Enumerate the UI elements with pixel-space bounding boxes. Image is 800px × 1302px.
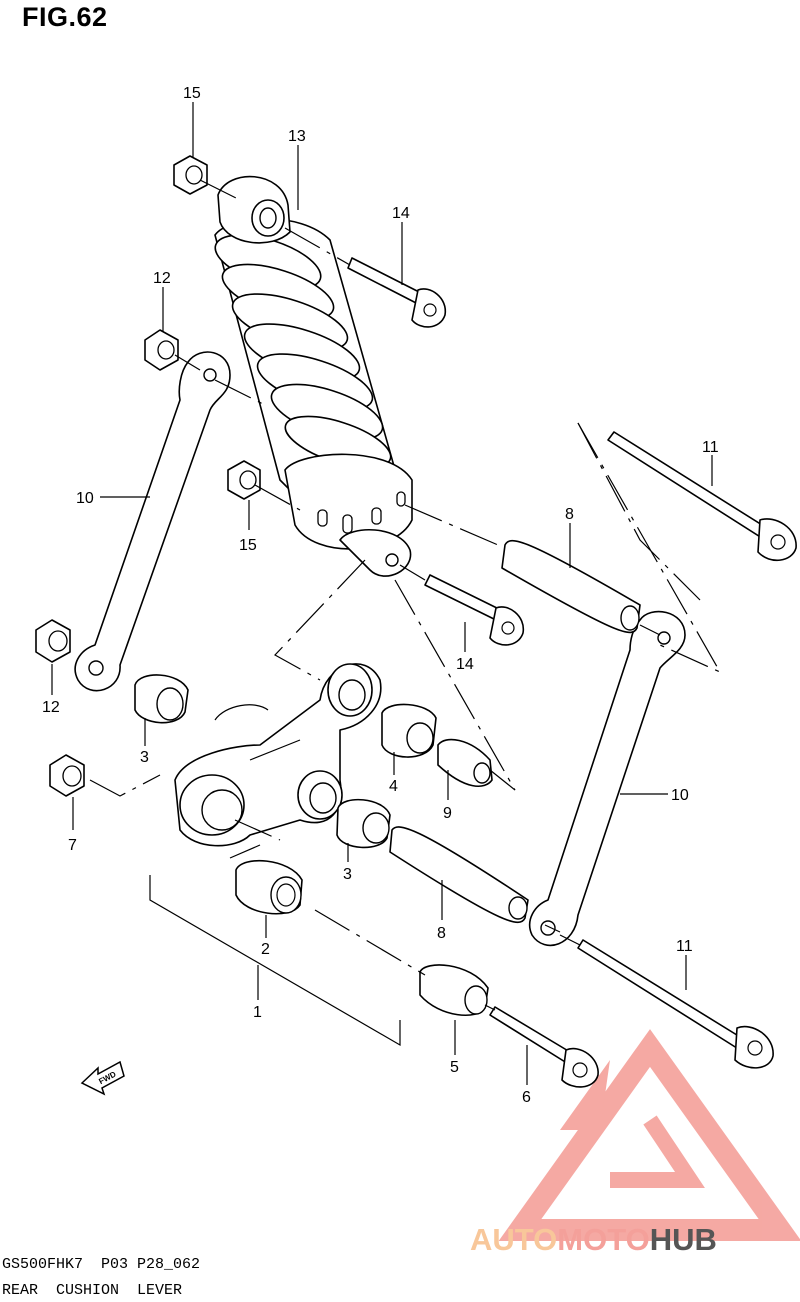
- callout-4: 4: [389, 778, 398, 795]
- callout-8-lower: 8: [437, 925, 446, 942]
- nut-12-lower: [35, 619, 71, 663]
- bolt-6: [489, 1006, 599, 1088]
- watermark-hub: HUB: [650, 1222, 717, 1257]
- leader-lines: [51, 102, 713, 1085]
- watermark-auto: AUTO: [470, 1222, 557, 1257]
- callout-6: 6: [522, 1089, 531, 1106]
- callout-11-upper: 11: [702, 439, 719, 456]
- cushion-rod-right: [528, 610, 686, 947]
- nut-12-upper: [144, 329, 179, 371]
- watermark-moto: MOTO: [557, 1222, 649, 1257]
- callout-5: 5: [450, 1059, 459, 1076]
- callout-14-lower: 14: [456, 656, 474, 673]
- nut-15-lower: [227, 460, 261, 500]
- bushing-3-upper: [134, 674, 189, 724]
- callout-1: 1: [253, 1004, 262, 1021]
- bushing-4: [381, 703, 437, 758]
- callout-11-lower: 11: [676, 938, 693, 955]
- cushion-rod-left: [74, 351, 231, 692]
- spacer-9: [437, 738, 493, 787]
- bolt-14-lower: [424, 574, 524, 646]
- callout-10-left: 10: [76, 490, 94, 507]
- callout-3-upper: 3: [140, 749, 149, 766]
- spacer-5: [419, 964, 489, 1017]
- spacer-8-upper: [501, 539, 641, 634]
- callout-labels: 15 13 14 12 11 10 15 8 14 12 3 4 9 10 7 …: [42, 85, 719, 1106]
- callout-15-lower: 15: [239, 537, 257, 554]
- callout-3-lower: 3: [343, 866, 352, 883]
- assembly-bracket-1: [149, 875, 401, 1047]
- callout-2: 2: [261, 941, 270, 958]
- rear-shock-absorber: [214, 175, 413, 577]
- bolt-11-lower: [577, 939, 774, 1069]
- figure-title: FIG.62: [22, 2, 108, 32]
- callout-7: 7: [68, 837, 77, 854]
- assembly-lines: [89, 179, 722, 1011]
- section-name: REAR CUSHION LEVER: [2, 1282, 183, 1299]
- callout-8-upper: 8: [565, 506, 574, 523]
- callout-14-upper: 14: [392, 205, 410, 222]
- bolt-14-upper: [347, 257, 446, 328]
- bushing-3-lower: [336, 798, 391, 849]
- callout-12-lower: 12: [42, 699, 60, 716]
- model-code: GS500FHK7 P03 P28_062: [2, 1256, 201, 1273]
- watermark-logo: [498, 1029, 800, 1241]
- bushing-2: [235, 859, 303, 915]
- nut-7: [49, 754, 85, 797]
- cushion-lever: [174, 663, 382, 847]
- callout-12-upper: 12: [153, 270, 171, 287]
- nut-15-upper: [173, 155, 208, 195]
- forward-arrow-icon: FWD: [80, 1060, 125, 1096]
- callout-15-upper: 15: [183, 85, 201, 102]
- callout-10-right: 10: [671, 787, 689, 804]
- spacer-8-lower: [389, 826, 529, 924]
- callout-13: 13: [288, 128, 306, 145]
- bolt-11-upper: [607, 431, 797, 561]
- callout-9: 9: [443, 805, 452, 822]
- watermark-text: AUTOMOTOHUB: [470, 1222, 717, 1257]
